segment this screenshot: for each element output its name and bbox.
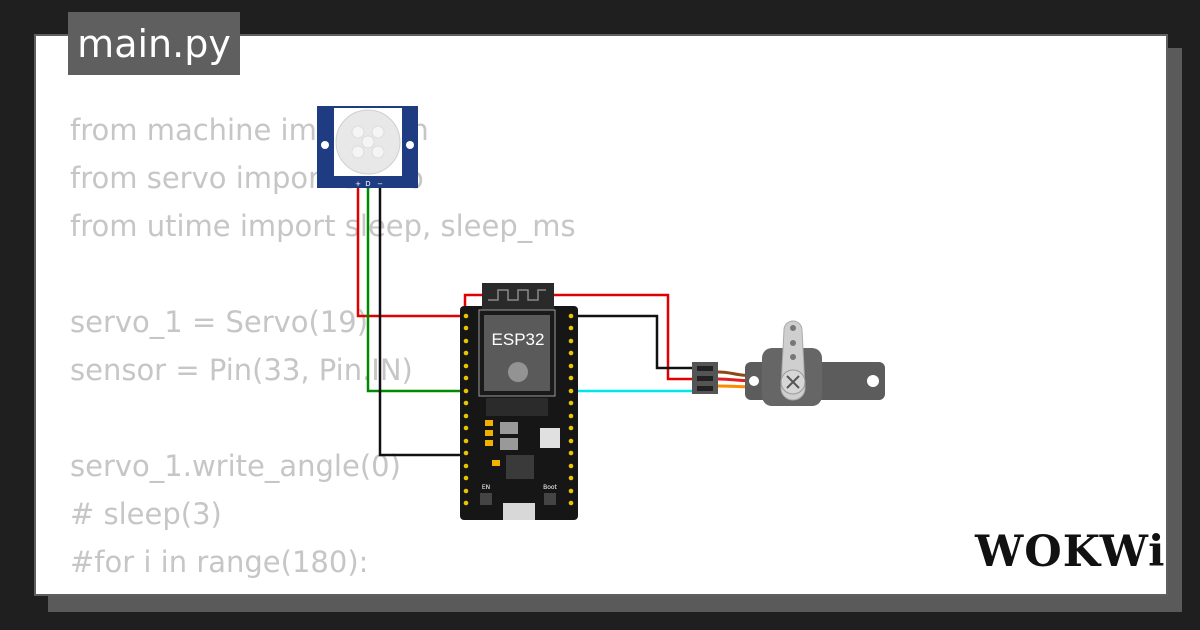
pir-sensor[interactable]: + D −	[317, 106, 418, 188]
wires	[356, 188, 697, 457]
filename-tab[interactable]: main.py	[68, 12, 240, 75]
pir-pin-label-vcc: +	[355, 180, 361, 188]
code-line: servo_1 = Servo(19)	[70, 305, 369, 339]
wire-servo-vcc[interactable]	[463, 293, 697, 381]
wokwi-logo: WOKWi	[975, 527, 1166, 577]
code-line: # servo_1.write_angle(i)	[70, 586, 576, 594]
en-label: EN	[482, 484, 490, 491]
code-line: #for i in range(180):	[70, 545, 369, 579]
code-line: servo_1.write_angle(0)	[70, 449, 401, 483]
esp32-pins-left	[463, 313, 469, 506]
servo-motor[interactable]	[692, 320, 885, 406]
wire-pir-data[interactable]	[366, 188, 470, 393]
boot-label: Boot	[543, 484, 557, 491]
pir-pin-label-gnd: −	[377, 180, 383, 188]
esp32-board[interactable]: ESP32 EN Boot	[460, 283, 578, 520]
wire-servo-gnd[interactable]	[571, 314, 697, 370]
esp32-pins-right	[568, 313, 574, 506]
wire-pir-vcc[interactable]	[356, 188, 470, 318]
pir-pin-label-data: D	[365, 180, 370, 188]
esp32-label: ESP32	[492, 330, 545, 349]
code-line: sensor = Pin(33, Pin.IN)	[70, 353, 413, 387]
wire-pir-gnd[interactable]	[378, 188, 470, 457]
code-line: # sleep(3)	[70, 497, 222, 531]
